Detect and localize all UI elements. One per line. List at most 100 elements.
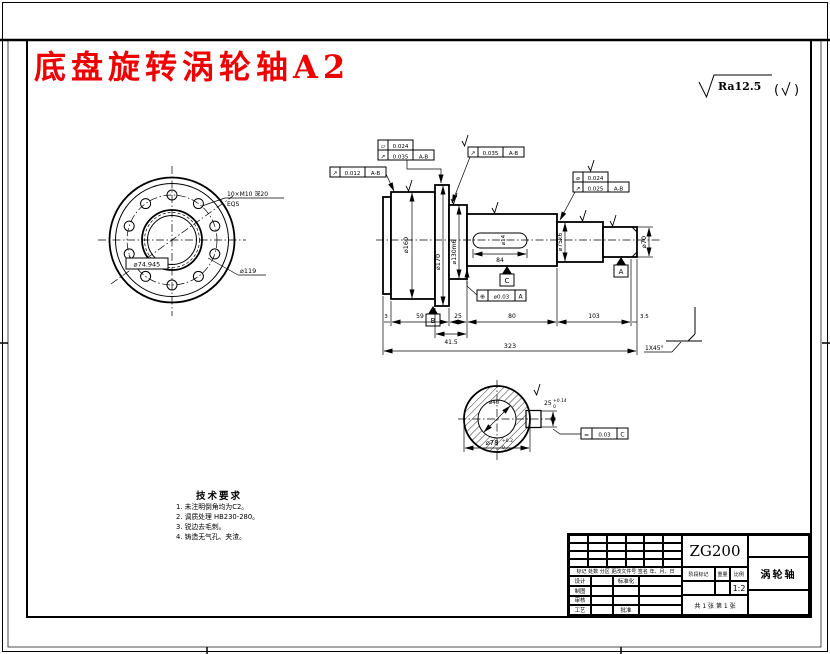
d75k6-label: ⌀75k6 [557,233,564,252]
keyway-length-dim: 84 [472,249,528,264]
datum-c: C [499,266,515,287]
pitch-diameter-callout: ⌀119 [207,257,266,276]
row-design-label: 设计 [569,576,591,586]
chamfer-label: 1X45° [645,345,664,352]
gdt-f1b-datum: A-B [419,155,428,161]
keyway-length-label: 84 [496,257,504,264]
sub-dim-label: 41.5 [444,339,458,346]
section-od-tol-lower: 0 [502,445,505,451]
gdt-frame-flange: ▱ 0.024 ↗ 0.035 A-B [377,139,444,184]
shaft-side-view: ⌀14 ⌀160 ⌀170 ⌀130m6 ⌀75k6 ⌀70 [329,134,702,355]
gdt-frame-symmetry: = 0.03 C [552,427,629,440]
stage-row: 阶段标记 重量 比例 [682,567,748,581]
tech-req-heading: 技术要求 [196,491,243,502]
section-keyway-dim: 25 +0.14 0 [541,398,567,428]
row-draft-label: 制图 [569,585,591,596]
d170-label: ⌀170 [434,254,442,270]
tech-req-item: 3. 锐边去毛刺。 [176,523,226,531]
d160-label: ⌀160 [402,237,410,253]
roughness-mark-icon [587,159,595,172]
shaft-flange-d170 [434,184,450,307]
datum-c-label: C [505,277,510,285]
cross-section-view: ⌀40 ⌀78 +0.2 0 25 +0.14 0 [458,380,629,460]
signature-rows: 设计 标准化 制图 审核 工艺 批准 [569,576,682,615]
hatched-annulus [464,386,530,452]
drawing-number-cell [748,590,809,615]
title-block: 标记 处数 分区 更改文件号 签名 年、月、日 设计 标准化 制图 审核 工艺 … [567,533,811,617]
row-process-label: 工艺 [569,605,591,615]
section-keyw-tol-lower: 0 [553,404,556,410]
section-keyw-label: 25 [544,400,552,407]
tech-req-item: 1. 未注明倒角均为C2。 [176,503,249,511]
stage-value-row: 1:2 [682,581,748,595]
chain-dim-3: 25 [454,313,462,320]
gdt-f4-datum: A-B [371,171,380,177]
keyway-slot [472,232,528,249]
revision-grid [569,535,682,567]
overall-length-label: 323 [504,342,516,350]
stage-label: 阶段标记 [682,567,715,581]
gdt-sym-tol: 0.03 [598,433,611,439]
material-cell: ZG200 [682,535,748,567]
bolt-holes [123,189,221,291]
surface-roughness-note: Ra12.5 ( ) [698,74,799,99]
hole-note-line2: EQS [227,201,240,208]
roughness-value: Ra12.5 [718,80,761,93]
gdt-f2b-symbol: ↗ [575,186,580,193]
length-dimensions: 3 59 25 80 103 3.5 41.5 323 [382,259,649,355]
check-roughness-icon [781,81,791,97]
company-cell [748,535,809,557]
section-keyw-tol-upper: +0.14 [553,398,567,404]
section-bore-label: ⌀40 [489,400,500,406]
bolt-circle [126,194,218,286]
technical-requirements: 技术要求 1. 未注明倒角均为C2。 2. 调质处理 HB230-280。 3.… [176,488,326,542]
gdt-f1a-tol: 0.024 [393,144,409,150]
gdt-keyway-datum: A [518,294,523,301]
scale-value: 1:2 [730,581,748,595]
roughness-mark-icon [579,209,587,222]
gdt-f2b-tol: 0.025 [588,187,604,193]
datum-a-label: A [619,268,624,276]
roughness-mark-icon [461,134,469,147]
pitch-dia-label: ⌀119 [240,267,256,275]
roughness-mark-icon [491,201,499,214]
hub-circle [141,209,203,271]
gdt-f4-symbol: ↗ [332,170,337,177]
gdt-f1b-tol: 0.035 [393,155,409,161]
tech-req-item: 2. 调质处理 HB230-280。 [176,513,259,521]
diameter-dimensions: ⌀160 ⌀170 ⌀130m6 ⌀75k6 ⌀70 [402,185,653,306]
flange-front-view: 10×M10 深20 EQS ⌀119 ⌀74.945 [98,166,284,316]
datum-b: B [425,306,441,327]
section-od-dim: ⌀78 +0.2 0 [463,421,531,452]
row-standardize-label: 标准化 [613,576,639,586]
chain-dim-6: 3.5 [640,314,649,320]
paren-open: ( [774,83,779,98]
roughness-mark-icon [609,214,617,227]
scale-label: 比例 [730,567,748,581]
gdt-f3-symbol: ↗ [470,150,475,157]
chamfer-detail: 1X45° [644,307,702,353]
bore-diameter-box: ⌀74.945 [125,254,169,270]
gdt-f2b-datum: A-B [614,187,623,193]
gdt-f2a-symbol: ⌀ [576,175,580,182]
chain-dim-5: 103 [588,313,600,320]
roughness-mark-icon [533,383,541,396]
gdt-f3-tol: 0.035 [483,151,499,157]
tech-req-item: 4. 铸造无气孔、夹渣。 [176,533,246,541]
sheet-info-cell: 共 1 张 第 1 张 [682,595,748,615]
roughness-symbol-icon [698,74,772,99]
chain-dim-2: 59 [416,313,424,320]
row-approve-label: 批准 [613,605,639,615]
d70-label: ⌀70 [640,236,648,248]
shaft-section-d160 [390,191,436,300]
part-name-cell: 涡轮轴 [748,557,809,590]
gdt-f4-tol: 0.012 [345,171,361,177]
gdt-frame-runout-left: ↗ 0.012 A-B [329,166,395,192]
gdt-sym-datum: C [620,432,624,439]
bore-dia-label: ⌀74.945 [134,261,161,269]
drawing-frame [0,38,830,654]
shaft-section-d70 [602,226,638,258]
keyway-dia-label: ⌀14 [501,234,507,245]
